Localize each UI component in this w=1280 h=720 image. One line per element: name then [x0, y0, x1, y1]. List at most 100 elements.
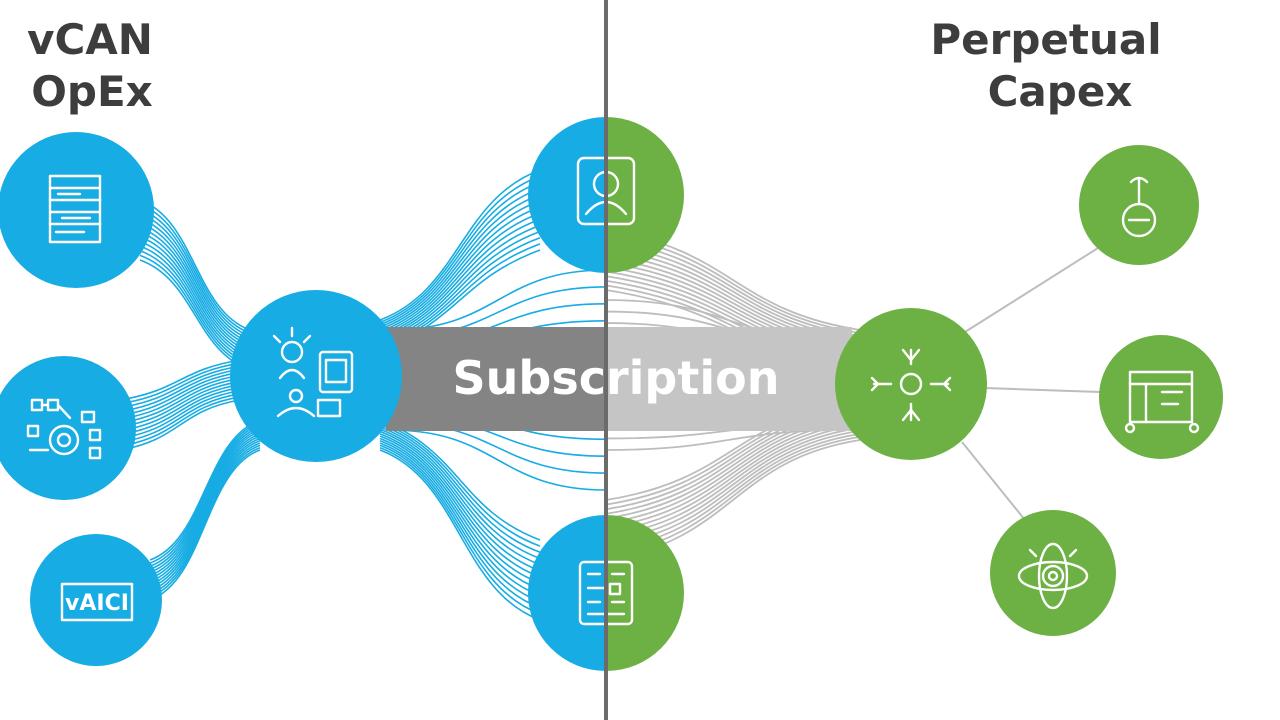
- blue-line: [139, 217, 251, 344]
- blue-line: [149, 428, 261, 574]
- blue-line: [139, 213, 251, 340]
- blueprint-icon: [1124, 370, 1200, 434]
- blue-line: [379, 169, 541, 321]
- blue-line: [149, 437, 261, 586]
- blue-line: [119, 365, 241, 409]
- blue-line: [119, 389, 241, 440]
- blue-line: [149, 433, 261, 580]
- blue-line: [149, 419, 261, 561]
- right-heading: Perpetual Capex: [930, 15, 1161, 116]
- blue-line: [379, 212, 541, 337]
- blue-line: [139, 250, 251, 365]
- blue-line: [119, 386, 241, 436]
- blue-line: [119, 374, 241, 421]
- right-hub[interactable]: [835, 308, 987, 460]
- blue-line: [139, 199, 251, 331]
- gray-line: [605, 417, 861, 529]
- left-heading-line-1: vCAN: [27, 15, 153, 64]
- blue-line: [379, 206, 541, 335]
- blue-line: [379, 193, 541, 330]
- network-node-icon: [870, 348, 952, 422]
- banner-dark-segment: [386, 327, 606, 431]
- blue-line: [149, 446, 261, 598]
- blue-line: [119, 383, 241, 432]
- center-bottom-node[interactable]: [528, 515, 684, 671]
- blue-line: [119, 393, 241, 444]
- banner-label: Subscription: [453, 351, 780, 405]
- blue-line: [149, 435, 261, 583]
- blue-line: [149, 449, 261, 601]
- right-node-2[interactable]: [1099, 335, 1223, 459]
- blue-line: [379, 430, 541, 572]
- blue-line: [379, 444, 541, 609]
- blue-line: [379, 428, 541, 566]
- blue-line: [119, 359, 241, 401]
- blue-line: [139, 203, 251, 334]
- license-card-text: vAICI: [65, 591, 129, 616]
- blue-line: [149, 421, 261, 564]
- blue-line: [379, 440, 541, 597]
- gray-line: [605, 423, 861, 538]
- left-heading: vCAN OpEx: [27, 15, 153, 116]
- blue-line: [119, 399, 241, 451]
- blue-line: [149, 444, 261, 595]
- right-node-1[interactable]: [1079, 145, 1199, 265]
- gear-atom-icon: [1017, 542, 1089, 610]
- blue-line: [379, 421, 541, 547]
- blue-line: [379, 437, 541, 590]
- blue-line: [379, 200, 541, 333]
- gray-line: [605, 420, 861, 534]
- gray-line: [605, 414, 861, 524]
- blue-line: [379, 181, 541, 326]
- right-heading-line-2: Capex: [988, 67, 1133, 116]
- blue-line: [389, 429, 607, 491]
- blue-line: [119, 380, 241, 428]
- bulb-key-icon: [1121, 176, 1157, 238]
- left-hub[interactable]: [230, 290, 402, 462]
- blue-line: [379, 218, 541, 340]
- blue-line: [139, 222, 251, 347]
- left-node-1[interactable]: [0, 132, 154, 288]
- banner-light-segment: [606, 327, 852, 431]
- blue-line: [379, 446, 541, 615]
- blue-line: [139, 231, 251, 353]
- blue-line: [379, 175, 541, 324]
- blue-line: [149, 423, 261, 567]
- blue-line: [139, 208, 251, 337]
- blue-line: [139, 240, 251, 359]
- center-top-node[interactable]: [528, 117, 684, 273]
- blue-line: [119, 396, 241, 447]
- blue-line: [119, 362, 241, 405]
- blue-line: [379, 426, 541, 560]
- left-node-2[interactable]: [0, 356, 136, 500]
- blue-line: [149, 426, 261, 570]
- blue-line: [119, 368, 241, 413]
- subscription-banner: Subscription: [386, 327, 852, 431]
- gear-network-icon: [26, 398, 102, 460]
- blue-line: [379, 419, 541, 541]
- blue-line: [119, 371, 241, 417]
- blue-line: [149, 440, 261, 589]
- blue-line: [379, 423, 541, 554]
- left-node-3[interactable]: vAICI: [30, 534, 162, 666]
- left-heading-line-2: OpEx: [31, 67, 153, 116]
- blue-line: [149, 442, 261, 592]
- users-devices-icon: [272, 326, 354, 418]
- license-card-icon: vAICI: [60, 582, 134, 622]
- blue-line: [139, 245, 251, 362]
- right-heading-line-1: Perpetual: [930, 15, 1161, 64]
- right-connectors: [961, 247, 1101, 521]
- server-rack-icon: [48, 174, 102, 244]
- blue-line: [119, 377, 241, 424]
- blue-line: [149, 430, 261, 577]
- right-node-3[interactable]: [990, 510, 1116, 636]
- blue-line: [379, 187, 541, 328]
- blue-line: [379, 442, 541, 603]
- blue-line: [139, 226, 251, 350]
- blue-line: [379, 433, 541, 578]
- blue-line: [139, 236, 251, 356]
- blue-line: [379, 449, 541, 621]
- blue-line: [379, 435, 541, 584]
